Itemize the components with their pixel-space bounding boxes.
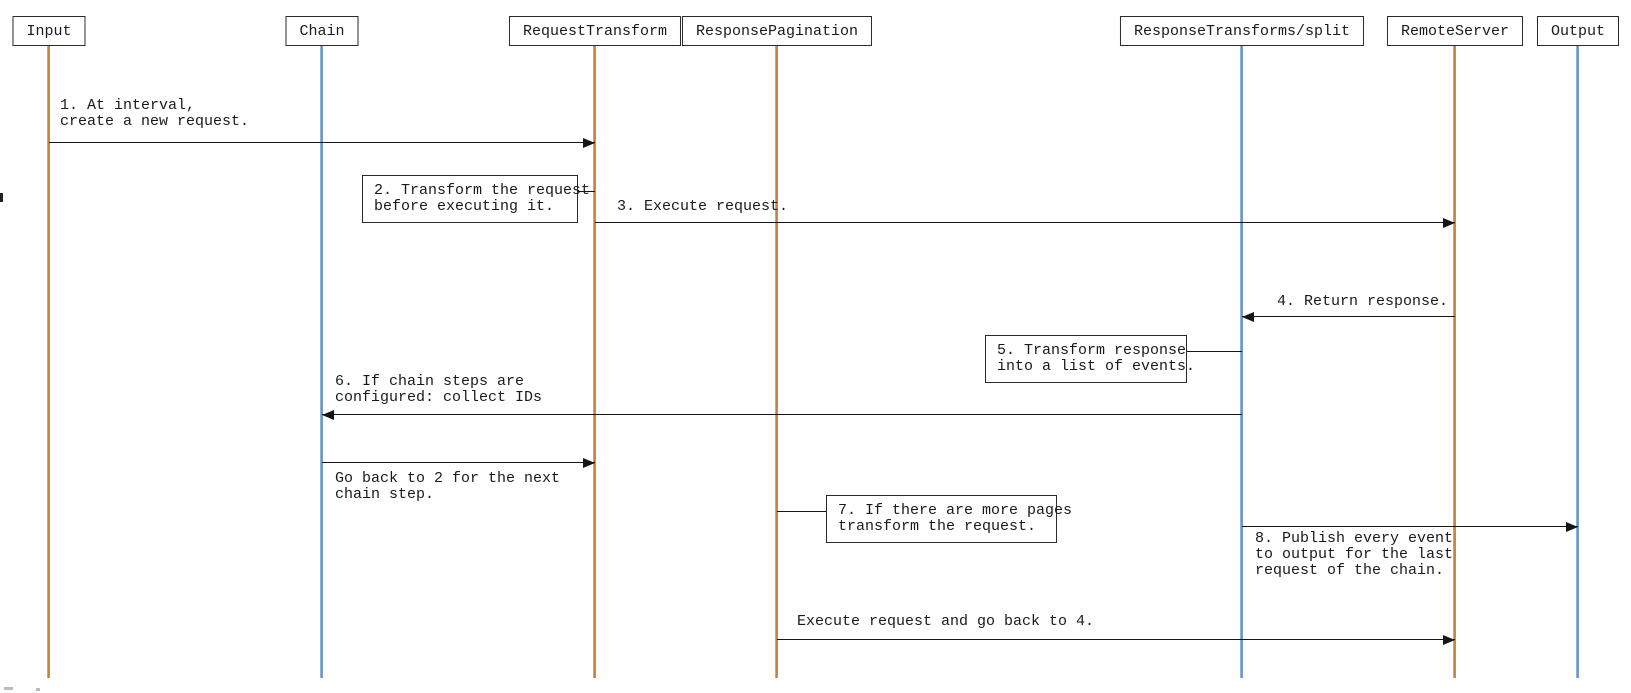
note-5: 5. Transform response into a list of eve… — [985, 335, 1195, 383]
participant-response-transforms-split: ResponseTransforms/split — [1119, 16, 1365, 46]
arrowhead-right-icon — [583, 458, 595, 468]
lifeline-remote-server — [1453, 46, 1456, 678]
participant-chain: Chain — [285, 16, 359, 46]
message-4-line — [1242, 316, 1455, 317]
message-execute-label: Execute request and go back to 4. — [797, 613, 1095, 630]
message-3-label: 3. Execute request. — [617, 198, 789, 215]
message-go-back-label: Go back to 2 for the next chain step. — [335, 470, 561, 503]
participant-response-pagination: ResponsePagination — [681, 16, 873, 46]
lifeline-input — [47, 46, 50, 678]
bottom-clipped-mark — [4, 687, 13, 690]
arrowhead-right-icon — [1566, 522, 1578, 532]
arrowhead-right-icon — [1443, 635, 1455, 645]
lifeline-output — [1576, 46, 1579, 678]
message-6-label: 6. If chain steps are configured: collec… — [335, 373, 543, 406]
message-4-label: 4. Return response. — [1277, 293, 1449, 310]
message-8-label: 8. Publish every event to output for the… — [1255, 530, 1454, 579]
lifeline-request-transform — [593, 46, 596, 678]
note-5-connector — [1187, 351, 1242, 352]
lifeline-chain — [320, 46, 323, 678]
participant-output: Output — [1536, 16, 1620, 46]
note-2: 2. Transform the request before executin… — [362, 175, 590, 223]
note-7-connector — [777, 511, 826, 512]
message-6-line — [322, 414, 1242, 415]
note-2-connector — [578, 191, 595, 192]
lifeline-response-pagination — [775, 46, 778, 678]
lifeline-response-transforms-split — [1240, 46, 1243, 678]
message-execute-line — [777, 639, 1455, 640]
message-8-line — [1242, 526, 1578, 527]
message-3-line — [595, 222, 1455, 223]
message-go-back-line — [322, 462, 595, 463]
arrowhead-right-icon — [1443, 218, 1455, 228]
arrowhead-right-icon — [583, 138, 595, 148]
participant-input: Input — [12, 16, 86, 46]
note-7: 7. If there are more pages transform the… — [826, 495, 1072, 543]
message-1-line — [49, 142, 595, 143]
arrowhead-left-icon — [1242, 312, 1254, 322]
participant-remote-server: RemoteServer — [1386, 16, 1524, 46]
bottom-clipped-mark — [36, 688, 40, 691]
left-edge-mark — [0, 193, 3, 202]
message-1-label: 1. At interval, create a new request. — [60, 97, 250, 130]
arrowhead-left-icon — [322, 410, 334, 420]
participant-request-transform: RequestTransform — [508, 16, 682, 46]
